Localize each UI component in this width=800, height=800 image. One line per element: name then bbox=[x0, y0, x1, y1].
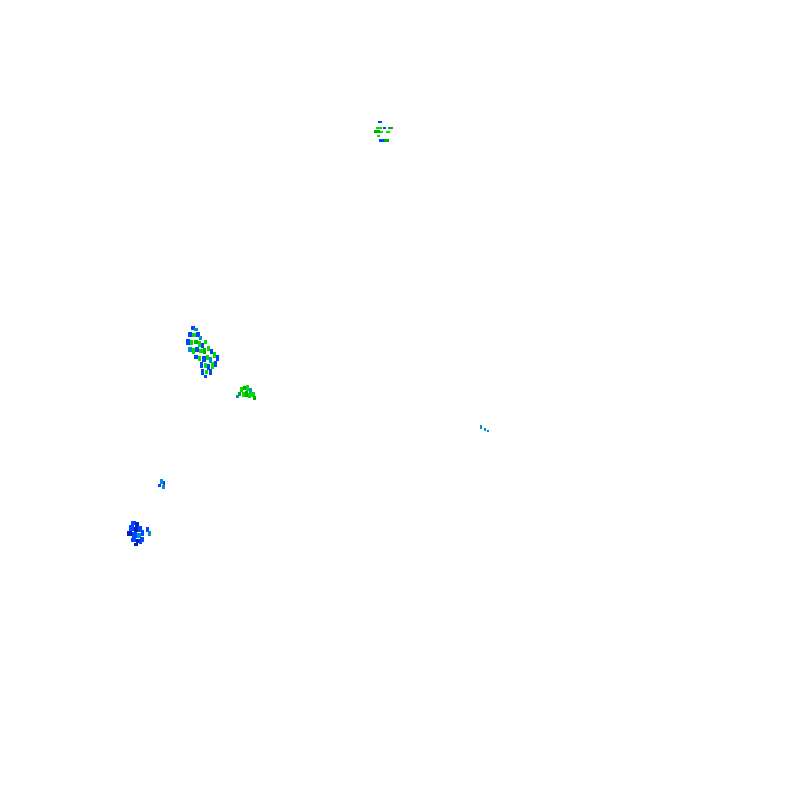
echo-cell-light bbox=[192, 333, 196, 337]
echo-cell-heavy bbox=[378, 121, 382, 123]
echo-cell-light bbox=[190, 340, 193, 345]
echo-cell-heavy bbox=[186, 339, 190, 345]
echo-cell-heavy bbox=[210, 349, 213, 354]
echo-cell-dark bbox=[134, 543, 138, 546]
echo-cell-light bbox=[246, 385, 249, 391]
echo-cell-mid bbox=[249, 388, 252, 393]
echo-cluster-west-large bbox=[186, 326, 219, 378]
echo-cell-moderate bbox=[384, 139, 389, 142]
echo-cell-moderate bbox=[243, 386, 246, 390]
echo-cell-heavy bbox=[158, 484, 161, 487]
echo-cell-light bbox=[198, 356, 201, 361]
echo-cell-moderate bbox=[203, 348, 206, 354]
echo-cell-light bbox=[207, 346, 210, 351]
echo-cell-light bbox=[376, 127, 382, 129]
echo-cell-light bbox=[206, 355, 209, 360]
echo-cell-heavy bbox=[209, 369, 212, 375]
echo-cell-light bbox=[242, 392, 245, 397]
echo-cell-light bbox=[251, 392, 255, 397]
echo-cell-light bbox=[240, 387, 243, 392]
echo-cell-light bbox=[213, 352, 216, 358]
echo-cell-heavy bbox=[204, 375, 207, 378]
echo-cell-mid bbox=[162, 485, 165, 489]
echo-cell-light bbox=[192, 348, 195, 354]
echo-cell-heavy bbox=[188, 332, 192, 337]
echo-cell-mid bbox=[137, 533, 141, 538]
echo-cell-light bbox=[204, 363, 207, 368]
echo-cell-light bbox=[386, 131, 390, 133]
echo-cell-heavy bbox=[132, 532, 137, 538]
echo-cell-mid bbox=[194, 328, 198, 331]
echo-cell-heavy bbox=[200, 362, 203, 368]
echo-cell-heavy bbox=[139, 541, 142, 544]
echo-cell-light bbox=[380, 131, 383, 133]
echo-cell-mid bbox=[199, 336, 202, 340]
echo-cell-heavy bbox=[214, 361, 217, 367]
echo-cell-heavy bbox=[201, 343, 204, 348]
echo-cell-moderate bbox=[245, 391, 248, 397]
echo-cell-heavy bbox=[146, 527, 149, 532]
echo-cell-light bbox=[199, 349, 203, 353]
echo-cell-mid bbox=[236, 395, 239, 398]
echo-cluster-west-small bbox=[236, 385, 256, 400]
echo-cell-dark bbox=[136, 539, 140, 543]
echo-cell-moderate bbox=[253, 396, 256, 400]
echo-cell-light bbox=[211, 362, 214, 369]
echo-cell-mid bbox=[487, 430, 489, 432]
echo-cell-heavy bbox=[201, 369, 204, 375]
echo-cell-mid bbox=[160, 479, 163, 484]
echo-cluster-southwest-large bbox=[127, 521, 151, 546]
echo-cell-heavy bbox=[379, 139, 384, 142]
echo-cell-mid bbox=[188, 347, 192, 352]
echo-cell-light bbox=[205, 370, 208, 374]
echo-cell-dark bbox=[134, 527, 139, 532]
echo-cell-heavy bbox=[216, 355, 219, 361]
echo-cell-heavy bbox=[194, 355, 198, 359]
echo-cell-moderate bbox=[238, 392, 241, 396]
echo-cell-light bbox=[377, 135, 380, 137]
echo-cell-heavy bbox=[202, 356, 206, 362]
echo-cell-heavy bbox=[140, 537, 144, 542]
echo-cell-dark bbox=[135, 522, 139, 527]
echo-cell-heavy bbox=[191, 326, 195, 330]
echo-cluster-southwest-small bbox=[158, 479, 165, 489]
echo-cell-heavy bbox=[163, 481, 165, 485]
echo-cell-moderate bbox=[388, 127, 393, 129]
echo-cell-heavy bbox=[195, 347, 199, 352]
echo-cell-light bbox=[198, 341, 201, 347]
echo-cell-heavy bbox=[129, 525, 134, 531]
echo-cell-heavy bbox=[141, 530, 144, 536]
echo-cell-heavy bbox=[383, 127, 386, 129]
echo-cell-heavy bbox=[131, 521, 136, 525]
echo-cell-mid bbox=[484, 428, 486, 431]
echo-cell-mid bbox=[209, 357, 212, 363]
echo-cluster-center-east bbox=[480, 425, 489, 432]
echo-cell-heavy bbox=[196, 332, 200, 337]
echo-cell-light bbox=[204, 340, 207, 344]
echo-cell-heavy bbox=[131, 538, 136, 542]
echo-cell-dark bbox=[127, 531, 132, 536]
echo-cell-moderate bbox=[374, 130, 380, 133]
echo-cell-moderate bbox=[194, 340, 198, 344]
echo-cell-light bbox=[248, 393, 251, 398]
echo-cluster-north bbox=[374, 121, 393, 142]
echo-cell-heavy bbox=[207, 364, 210, 370]
echo-cell-mid bbox=[148, 531, 151, 536]
echo-cell-heavy bbox=[138, 526, 142, 532]
echo-cell-mid bbox=[480, 425, 482, 429]
